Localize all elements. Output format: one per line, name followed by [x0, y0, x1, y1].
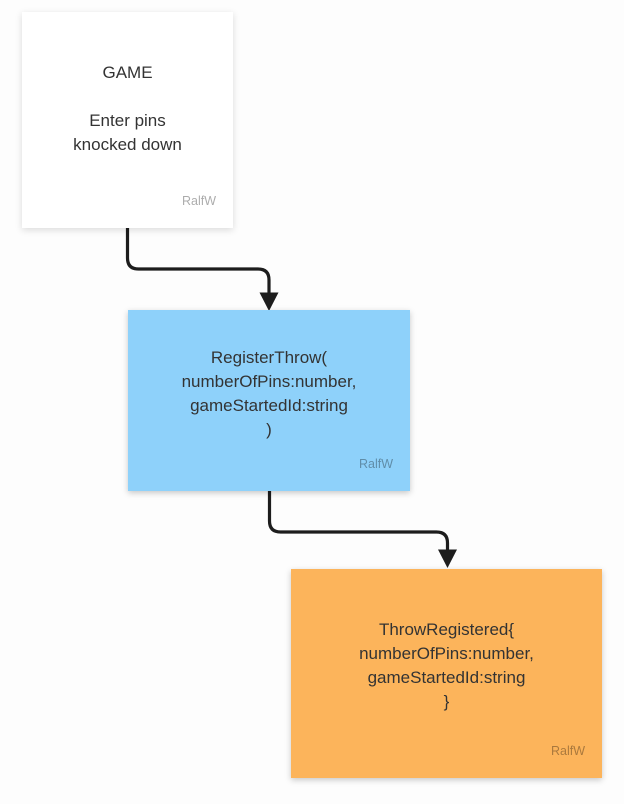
connector-game-to-registerthrow [125, 228, 271, 294]
node-game-author: RalfW [181, 194, 216, 208]
node-game-line: Enter pins [89, 111, 166, 130]
node-game-card[interactable]: GAME Enter pins knocked down RalfW [22, 12, 233, 228]
node-throwregistered-card[interactable]: ThrowRegistered{ numberOfPins:number, ga… [291, 569, 602, 778]
arrowhead-throwregistered [438, 549, 457, 568]
node-throwregistered-line: numberOfPins:number, [359, 643, 534, 663]
node-game-title: GAME [102, 63, 153, 82]
node-throwregistered-line: ThrowRegistered{ [378, 619, 515, 639]
node-game-line: knocked down [73, 135, 182, 154]
node-registerthrow-line: gameStartedId:string [190, 396, 348, 415]
arrowhead-registerthrow [259, 292, 279, 311]
connector-registerthrow-to-throwregistered [267, 491, 450, 551]
node-registerthrow-card[interactable]: RegisterThrow( numberOfPins:number, game… [128, 310, 410, 491]
node-throwregistered-line: } [443, 691, 450, 711]
node-registerthrow-line: RegisterThrow( [210, 348, 328, 367]
node-registerthrow-line: numberOfPins:number, [181, 372, 357, 391]
node-throwregistered-line: gameStartedId:string [367, 667, 526, 687]
node-registerthrow-line: ) [266, 420, 272, 439]
node-throwregistered-author: RalfW [550, 744, 585, 758]
node-registerthrow-author: RalfW [358, 457, 393, 471]
